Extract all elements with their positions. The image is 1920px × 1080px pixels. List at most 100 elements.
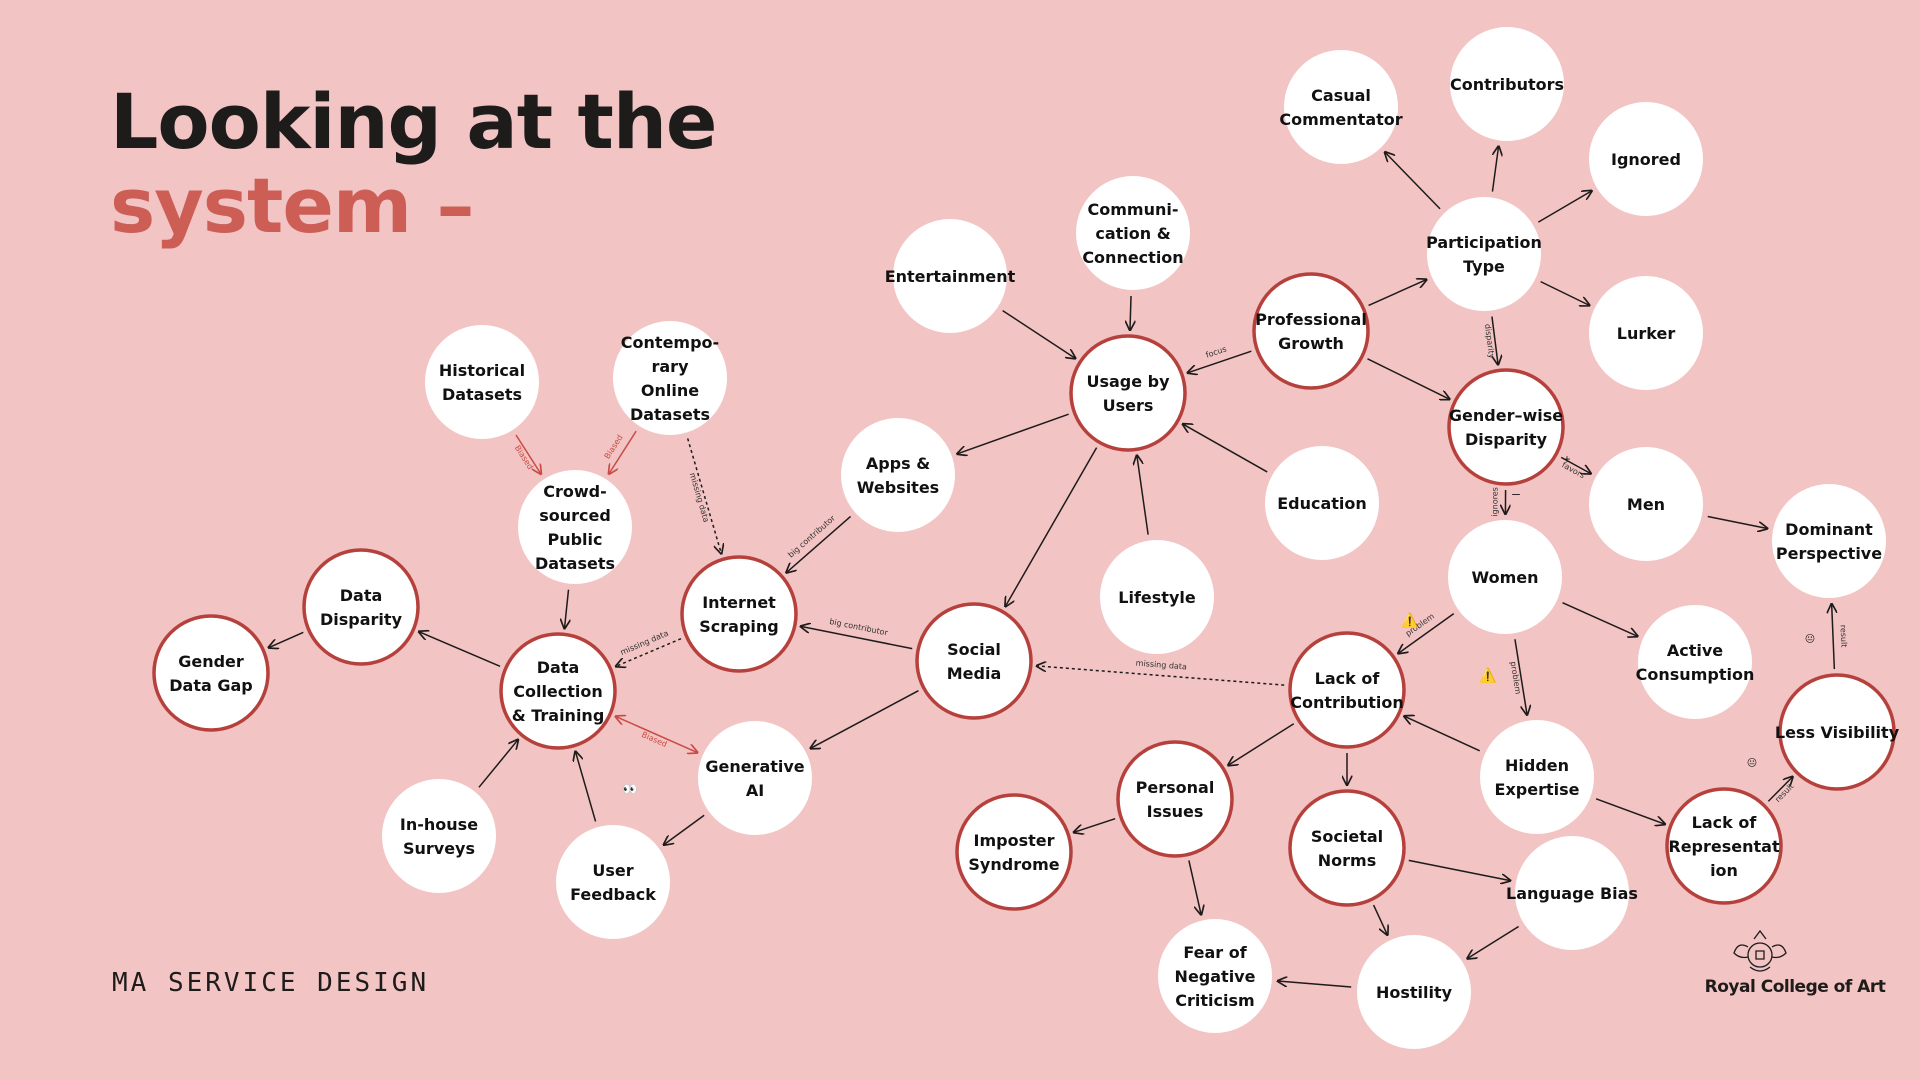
- node-label: Contributors: [1450, 75, 1564, 94]
- node-label: Entertainment: [885, 267, 1016, 286]
- node-circle: [1284, 50, 1398, 164]
- edge-data-disparity-to-gender-data-gap: [269, 631, 304, 647]
- edge-historical-to-crowdsourced: [515, 434, 541, 474]
- edge-label: ignores: [1490, 487, 1499, 517]
- smile-icon: 😐: [1805, 634, 1815, 645]
- edge-usage-by-users-to-social-media: [1005, 447, 1098, 607]
- node-circle: [1288, 631, 1406, 749]
- node-circle: [518, 470, 632, 584]
- edge-data-collection-to-data-disparity: [419, 632, 501, 667]
- edge-label: missing data: [1135, 659, 1187, 672]
- edge-personal-issues-to-fear-of-criticism: [1188, 860, 1201, 914]
- edge-entertainment-to-usage-by-users: [1002, 309, 1076, 359]
- edge-less-visibility-to-dominant-perspective: [1832, 604, 1835, 670]
- node-lurker: Lurker: [1589, 276, 1703, 390]
- minus-mark-icon: –: [1512, 485, 1520, 501]
- edge-societal-norms-to-hostility: [1372, 904, 1388, 935]
- node-less-visibility: Less Visibility: [1775, 673, 1900, 791]
- node-label: Ignored: [1611, 150, 1681, 169]
- node-hostility: Hostility: [1357, 935, 1471, 1049]
- edge-professional-growth-to-usage-by-users: [1188, 350, 1252, 373]
- edge-men-to-dominant-perspective: [1707, 515, 1767, 528]
- edge-label: Biased: [603, 433, 625, 460]
- edge-professional-growth-to-gender-wise-disparity: [1367, 358, 1450, 399]
- node-circle: [152, 614, 270, 732]
- node-circle: [680, 555, 798, 673]
- edge-language-bias-to-hostility: [1467, 925, 1520, 958]
- node-lifestyle: Lifestyle: [1100, 540, 1214, 654]
- node-circle: [915, 602, 1033, 720]
- node-circle: [1100, 540, 1214, 654]
- edge-label: disparity: [1483, 323, 1496, 359]
- node-communication: Communi-cation &Connection: [1076, 176, 1190, 290]
- edge-women-to-active-consumption: [1562, 602, 1638, 637]
- edge-gender-wise-disparity-to-men: [1560, 456, 1591, 473]
- edge-label: focus: [1205, 344, 1228, 359]
- node-label: Lifestyle: [1118, 588, 1196, 607]
- node-label: Women: [1472, 568, 1539, 587]
- edge-generative-ai-to-user-feedback: [664, 814, 705, 845]
- node-language-bias: Language Bias: [1506, 836, 1638, 950]
- node-label: Language Bias: [1506, 884, 1638, 903]
- edge-social-media-to-internet-scraping: [801, 626, 913, 650]
- edge-participation-type-to-lurker: [1540, 280, 1590, 306]
- edge-label: missing data: [688, 472, 711, 524]
- node-circle: [382, 779, 496, 893]
- edge-societal-norms-to-language-bias: [1408, 859, 1510, 880]
- node-label: Apps &Websites: [857, 454, 939, 497]
- node-circle: [893, 219, 1007, 333]
- node-circle: [1252, 272, 1370, 390]
- node-label: Less Visibility: [1775, 723, 1900, 742]
- node-circle: [1357, 935, 1471, 1049]
- node-circle: [613, 321, 727, 435]
- smile-icon: 😐: [1747, 758, 1757, 769]
- edge-label: Biased: [513, 444, 535, 471]
- plus-mark-icon: +: [1563, 452, 1570, 466]
- edge-professional-growth-to-participation-type: [1368, 280, 1427, 307]
- node-circle: [955, 793, 1073, 911]
- node-circle: [556, 825, 670, 939]
- edge-contemporary-to-internet-scraping: [686, 438, 722, 553]
- node-label: Communi-cation &Connection: [1082, 200, 1183, 267]
- node-label: Education: [1277, 494, 1367, 513]
- node-circle: [1288, 789, 1406, 907]
- page-title: Looking at the: [110, 77, 717, 166]
- node-circle: [425, 325, 539, 439]
- node-circle: [302, 548, 420, 666]
- edge-data-collection-to-generative-ai: [616, 716, 698, 752]
- node-label: Lurker: [1617, 324, 1676, 343]
- node-label: Men: [1627, 495, 1665, 514]
- edge-lack-of-contribution-to-personal-issues: [1228, 723, 1295, 766]
- node-circle: [1589, 276, 1703, 390]
- edge-women-to-lack-of-contribution: [1398, 613, 1455, 654]
- node-circle: [1069, 334, 1187, 452]
- node-ignored: Ignored: [1589, 102, 1703, 216]
